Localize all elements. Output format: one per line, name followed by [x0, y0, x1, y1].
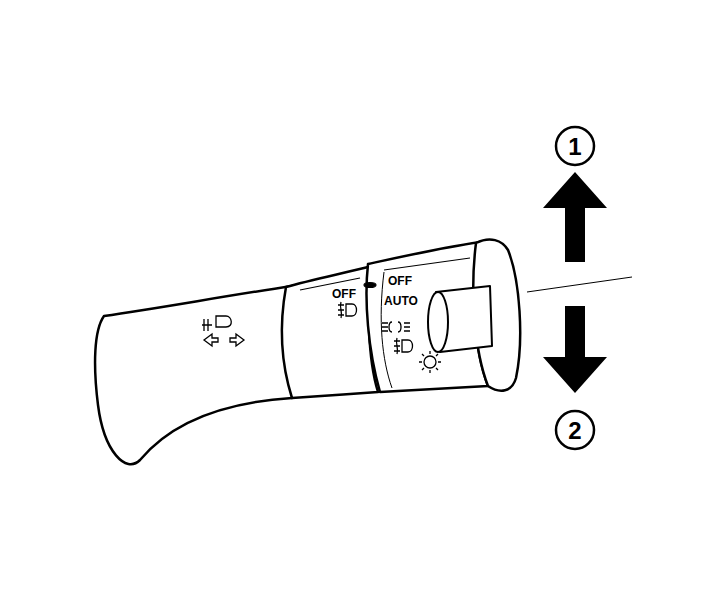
up-arrow: [543, 172, 607, 262]
callout-number: 1: [568, 135, 581, 159]
switch-position: OFF: [388, 275, 412, 287]
callout-circle: [556, 127, 594, 165]
callout-circle: [556, 411, 594, 449]
down-arrow: [543, 306, 607, 393]
knob-face: [428, 292, 448, 352]
switch-position: OFF: [332, 288, 356, 300]
callout-number: 2: [568, 419, 581, 443]
lever-body: [95, 286, 292, 464]
switch-position: AUTO: [384, 295, 418, 307]
fog-ring: [282, 266, 378, 398]
